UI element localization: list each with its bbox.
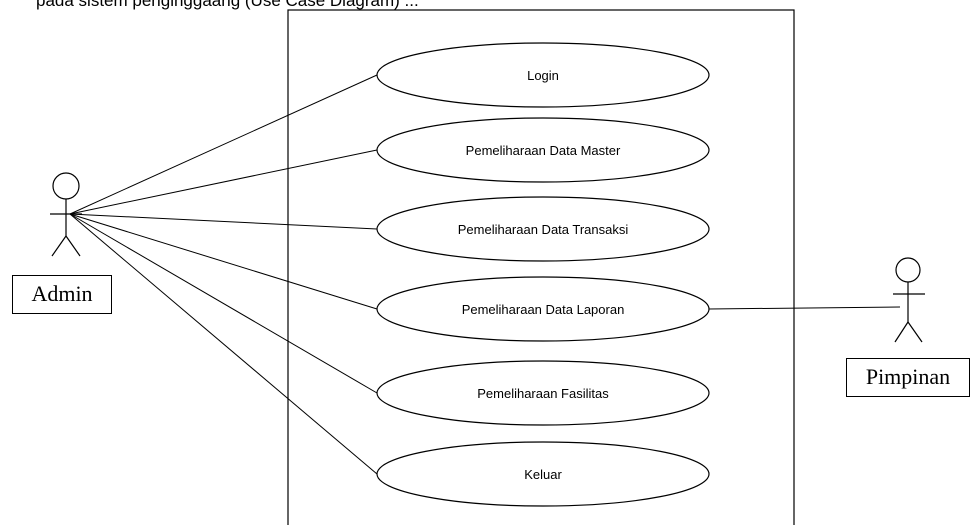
use-case-label: Keluar bbox=[524, 467, 562, 482]
use-case-login[interactable]: Login bbox=[376, 42, 710, 108]
use-case-label: Login bbox=[527, 68, 559, 83]
stick-figure-icon bbox=[893, 257, 925, 343]
use-case-label: Pemeliharaan Fasilitas bbox=[477, 386, 609, 401]
use-case-label: Pemeliharaan Data Transaksi bbox=[458, 222, 629, 237]
association-line-admin-data-master bbox=[69, 149, 378, 215]
use-case-data-transaksi[interactable]: Pemeliharaan Data Transaksi bbox=[376, 196, 710, 262]
use-case-ellipse bbox=[376, 276, 710, 342]
diagram-caption: pada sistem penginggaang (Use Case Diagr… bbox=[36, 0, 419, 10]
use-case-fasilitas[interactable]: Pemeliharaan Fasilitas bbox=[376, 360, 710, 426]
use-case-ellipse bbox=[376, 441, 710, 507]
association-line-admin-login bbox=[69, 74, 378, 215]
use-case-data-master[interactable]: Pemeliharaan Data Master bbox=[376, 117, 710, 183]
association-line-admin-data-laporan bbox=[69, 213, 378, 310]
admin-actor-label: Admin bbox=[12, 275, 112, 314]
association-line-admin-keluar bbox=[69, 213, 378, 475]
stick-figure-icon bbox=[50, 172, 82, 257]
use-case-label: Pemeliharaan Data Master bbox=[466, 143, 621, 158]
association-line-admin-fasilitas bbox=[69, 213, 378, 394]
system-boundary bbox=[287, 9, 795, 525]
use-case-label: Pemeliharaan Data Laporan bbox=[462, 302, 625, 317]
use-case-ellipse bbox=[376, 360, 710, 426]
association-lines bbox=[69, 74, 901, 475]
association-line-admin-data-transaksi bbox=[69, 213, 378, 230]
admin-actor[interactable] bbox=[50, 172, 82, 257]
association-line-pimpinan-data-laporan bbox=[708, 306, 901, 310]
use-case-ellipse bbox=[376, 196, 710, 262]
use-case-ellipse bbox=[376, 117, 710, 183]
pimpinan-actor-label: Pimpinan bbox=[846, 358, 970, 397]
use-case-ellipse bbox=[376, 42, 710, 108]
use-case-keluar[interactable]: Keluar bbox=[376, 441, 710, 507]
use-case-data-laporan[interactable]: Pemeliharaan Data Laporan bbox=[376, 276, 710, 342]
pimpinan-actor[interactable] bbox=[893, 257, 925, 343]
